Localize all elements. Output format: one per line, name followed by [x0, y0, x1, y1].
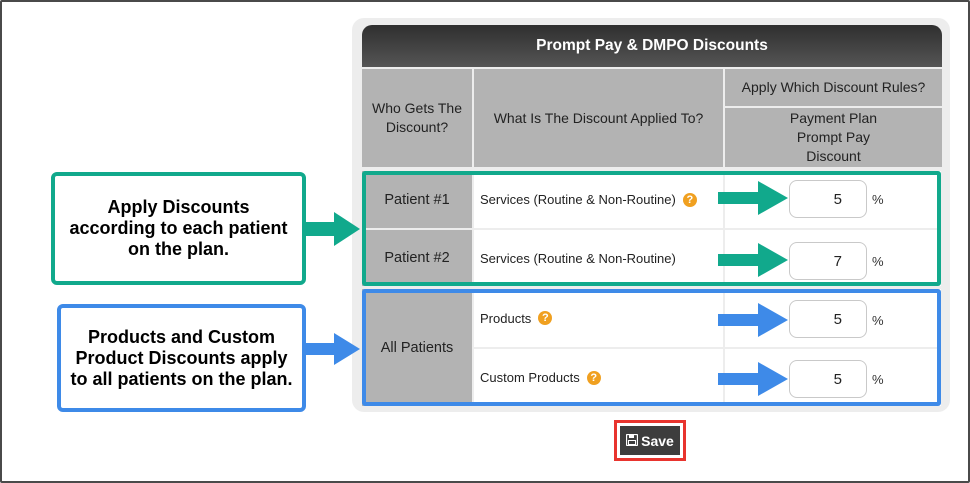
row-custom-products-applied: Custom Products ?: [474, 349, 723, 406]
patient-2-discount-input[interactable]: 7: [789, 242, 867, 280]
patient-rows-highlight: [362, 171, 941, 286]
row-patient-2-who: Patient #2: [362, 230, 472, 286]
save-button[interactable]: Save: [620, 426, 680, 455]
percent-label: %: [872, 254, 884, 269]
save-highlight: Save: [614, 420, 686, 461]
products-discount-input[interactable]: 5: [789, 300, 867, 338]
percent-label: %: [872, 192, 884, 207]
row-patient-1-applied: Services (Routine & Non-Routine) ?: [474, 171, 723, 228]
row-1-arrow-icon: [718, 181, 788, 215]
row-all-patients-who: All Patients: [362, 289, 472, 406]
save-label: Save: [641, 432, 674, 449]
patient-1-discount-input[interactable]: 5: [789, 180, 867, 218]
header-payment-plan: Payment Plan Prompt Pay Discount: [725, 108, 942, 167]
row-products-applied: Products ?: [474, 289, 723, 347]
callout-product-discounts: Products and Custom Product Discounts ap…: [57, 304, 306, 412]
applied-to-label: Services (Routine & Non-Routine): [480, 192, 676, 207]
row-patient-2-applied: Services (Routine & Non-Routine): [474, 230, 723, 286]
custom-products-discount-input[interactable]: 5: [789, 360, 867, 398]
header-what: What Is The Discount Applied To?: [474, 69, 723, 167]
row-3-arrow-icon: [718, 303, 788, 337]
callout-green-arrow-icon: [306, 212, 360, 246]
floppy-disk-icon: [625, 433, 639, 449]
question-circle-icon[interactable]: ?: [682, 192, 697, 207]
applied-to-label: Products: [480, 310, 532, 326]
question-circle-icon[interactable]: ?: [586, 370, 601, 385]
question-circle-icon[interactable]: ?: [538, 311, 553, 325]
applied-to-label: Custom Products: [480, 370, 580, 385]
header-who: Who Gets The Discount?: [362, 69, 472, 167]
row-2-arrow-icon: [718, 243, 788, 277]
callout-blue-arrow-icon: [306, 333, 360, 365]
callout-patient-discounts: Apply Discounts according to each patien…: [51, 172, 306, 285]
percent-label: %: [872, 372, 884, 387]
row-4-arrow-icon: [718, 362, 788, 396]
applied-to-label: Services (Routine & Non-Routine): [480, 250, 676, 266]
percent-label: %: [872, 313, 884, 328]
product-rows-highlight: [362, 289, 941, 406]
panel-title: Prompt Pay & DMPO Discounts: [362, 25, 942, 67]
header-rules: Apply Which Discount Rules?: [725, 69, 942, 106]
row-patient-1-who: Patient #1: [362, 171, 472, 228]
